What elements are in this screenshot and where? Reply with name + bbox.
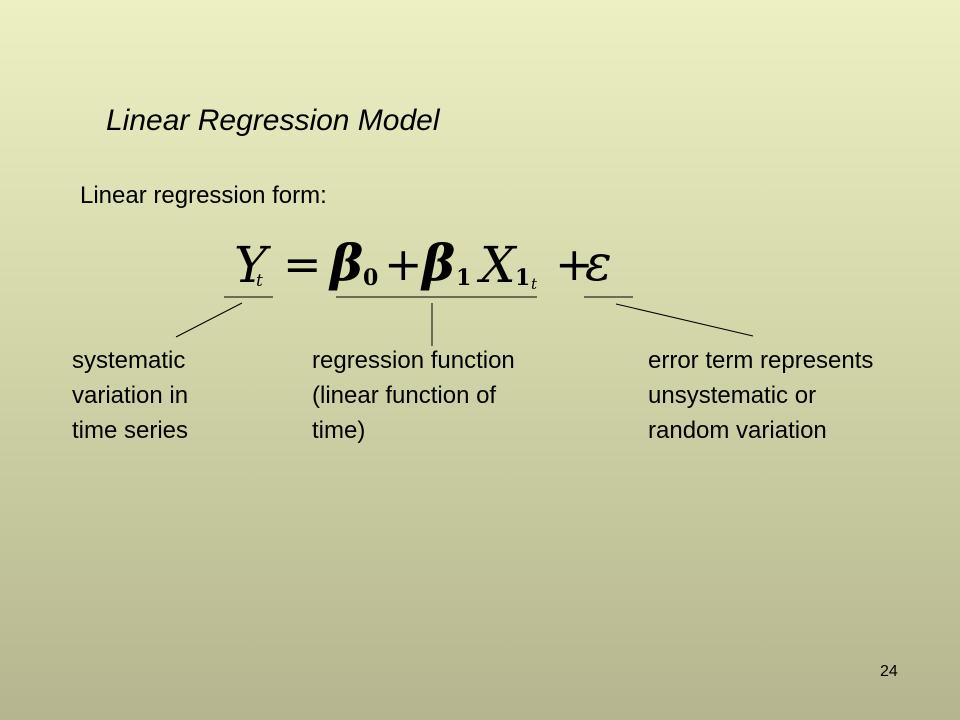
equation-x-sub-subscript: t (531, 275, 538, 293)
equation-beta1-subscript: 1 (456, 265, 471, 291)
equation-y: Y (234, 236, 271, 294)
pointer-systematic (175, 302, 243, 338)
annotation-line: time) (312, 417, 366, 444)
equation-plus-2: + (555, 237, 594, 291)
slide-subtitle: Linear regression form: (80, 182, 327, 209)
annotation-line: regression function (312, 347, 515, 374)
page-number: 24 (880, 663, 898, 680)
annotation-line: variation in (72, 382, 189, 409)
equation-beta1: β (420, 233, 455, 292)
equation-x: X (476, 236, 518, 294)
pointer-error (615, 303, 754, 337)
equation-beta0: β (328, 233, 363, 292)
equation-x-subscript: 1 (515, 265, 530, 291)
equation-beta0-subscript: 0 (363, 265, 378, 291)
annotation-error: error term represents unsystematic or ra… (648, 343, 873, 448)
equation-epsilon: ε (585, 234, 612, 292)
equation-y-subscript: t (256, 271, 263, 291)
annotation-systematic: systematic variation in time series (72, 343, 188, 448)
annotation-line: random variation (648, 417, 827, 444)
annotation-line: unsystematic or (648, 382, 817, 409)
annotation-line: (linear function of (312, 382, 497, 409)
annotation-line: systematic (72, 347, 186, 374)
slide-title: Linear Regression Model (106, 104, 440, 137)
equation-plus-1: + (384, 237, 423, 291)
annotation-line: error term represents (648, 347, 874, 374)
annotation-line: time series (72, 417, 189, 444)
annotation-regression: regression function (linear function of … (312, 343, 515, 448)
equation-equals: = (283, 237, 322, 291)
